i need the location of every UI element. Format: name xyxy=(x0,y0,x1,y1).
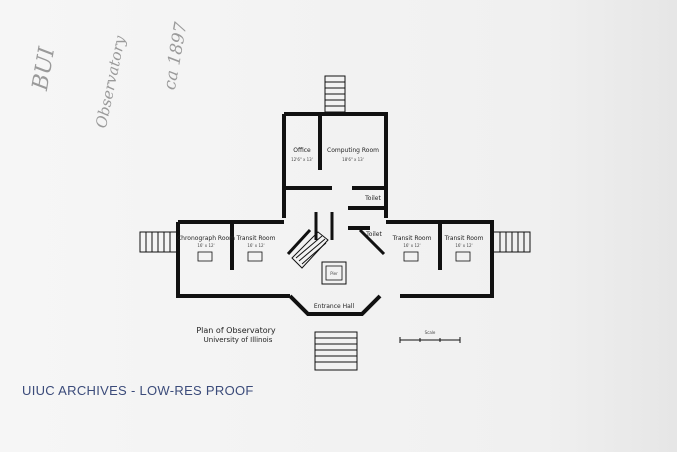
main-walls xyxy=(176,206,494,298)
plan-title-2: University of Illinois xyxy=(204,336,273,344)
room-transit-1: Transit Room xyxy=(236,235,276,242)
north-steps xyxy=(324,75,346,113)
north-wing-walls xyxy=(282,112,388,218)
room-chronograph: Chronograph Room xyxy=(177,235,235,242)
room-office: Office xyxy=(293,147,311,154)
entrance-hall-walls xyxy=(288,294,382,316)
room-computing: Computing Room xyxy=(327,147,379,154)
svg-text:16' x 12': 16' x 12' xyxy=(247,243,264,248)
room-toilet-1: Toilet xyxy=(364,195,381,202)
south-steps xyxy=(314,331,358,371)
plan-title-1: Plan of Observatory xyxy=(196,326,276,335)
east-steps xyxy=(491,231,531,253)
west-steps xyxy=(139,231,179,253)
scale-bar xyxy=(399,337,461,343)
pier-central xyxy=(321,261,347,285)
interior-stair xyxy=(291,231,329,269)
room-transit-2: Transit Room xyxy=(392,235,432,242)
svg-text:16' x 12': 16' x 12' xyxy=(455,243,472,248)
pier-label: Pier xyxy=(330,271,338,276)
scale-label: Scale xyxy=(425,330,436,335)
svg-text:16' x 12': 16' x 12' xyxy=(403,243,420,248)
svg-text:16' x 12': 16' x 12' xyxy=(197,243,214,248)
svg-text:18'6" x 13': 18'6" x 13' xyxy=(342,157,364,162)
watermark: UIUC ARCHIVES - LOW-RES PROOF xyxy=(22,383,254,398)
room-entrance-hall: Entrance Hall xyxy=(314,303,355,310)
room-transit-3: Transit Room xyxy=(444,235,484,242)
room-toilet-2: Toilet xyxy=(365,231,382,238)
svg-text:12'6" x 13': 12'6" x 13' xyxy=(291,157,313,162)
